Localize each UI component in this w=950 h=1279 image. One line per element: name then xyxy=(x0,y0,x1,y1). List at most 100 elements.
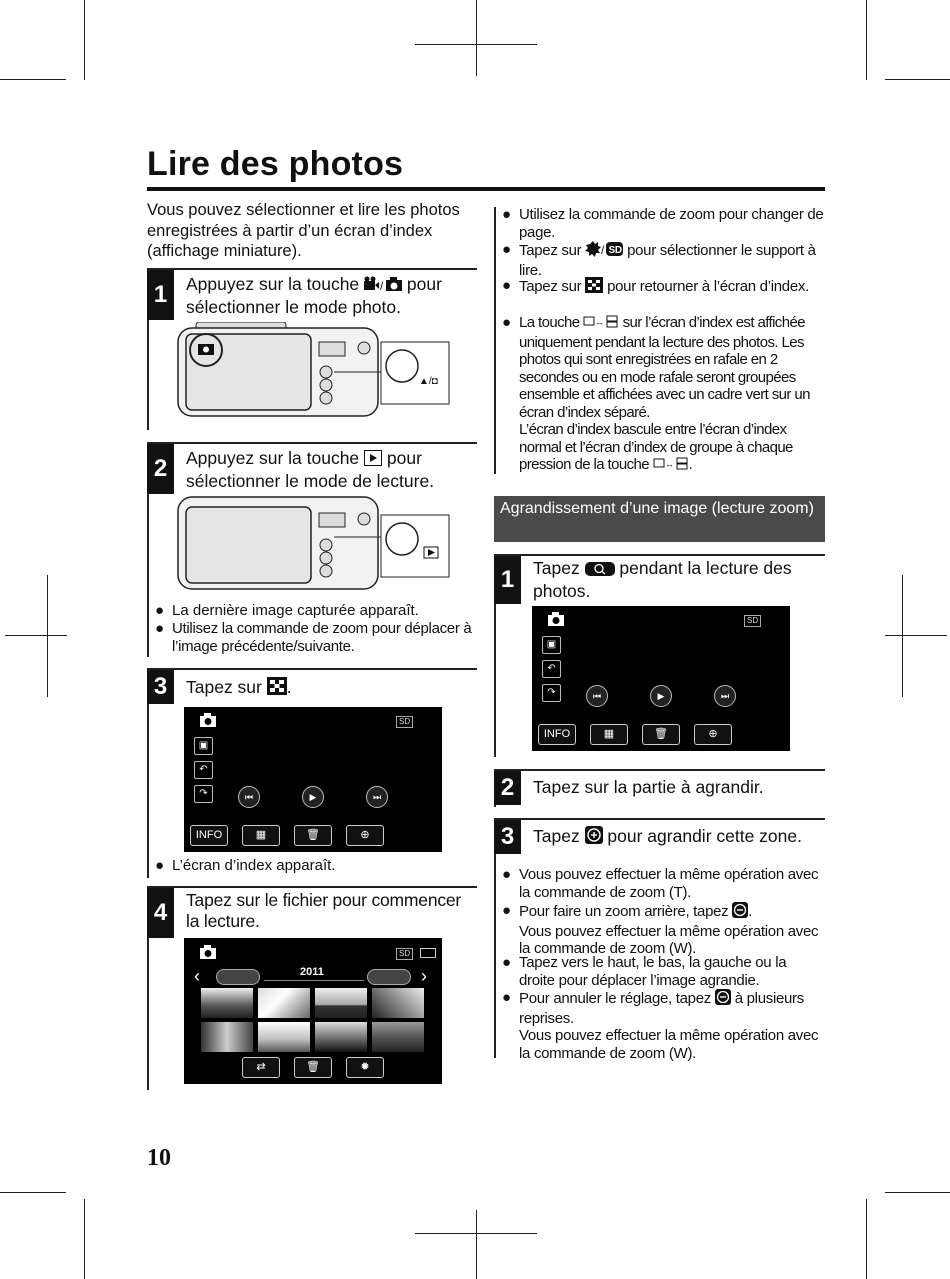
sd-badge: SD xyxy=(396,948,414,960)
thumbnail[interactable] xyxy=(315,1022,367,1052)
next-icon[interactable]: ⏭ xyxy=(366,786,388,808)
step-side-rule xyxy=(494,554,496,757)
crop-mark xyxy=(885,635,947,636)
index-button[interactable]: ▦ xyxy=(590,724,628,745)
index-icon xyxy=(266,677,287,700)
group-toggle-icon: ↔ xyxy=(583,315,619,334)
thumbnail[interactable] xyxy=(372,1022,424,1052)
prev-date-button[interactable] xyxy=(216,969,260,985)
step-text: Appuyez sur la touche pour sélectionner … xyxy=(186,448,435,491)
bullet-item: ●Tapez sur /SD pour sélectionner le supp… xyxy=(502,241,816,279)
crop-mark xyxy=(5,635,67,636)
step-text: Appuyez sur la touche / pour sélectionne… xyxy=(186,274,442,317)
page-number: 10 xyxy=(147,1145,171,1171)
zoom-icon: ⊕ xyxy=(708,728,718,740)
next-icon[interactable]: ⏭ xyxy=(714,685,736,707)
bullet-item: ●La touche ↔ sur l’écran d’index est aff… xyxy=(502,314,824,476)
step-text: Tapez sur la partie à agrandir. xyxy=(533,777,764,797)
camera-icon xyxy=(548,612,564,630)
step-number: 2 xyxy=(147,444,174,494)
zoom-icon xyxy=(584,560,615,581)
prev-icon[interactable]: ⏮ xyxy=(238,786,260,808)
camera-illustration: ▲/◘ xyxy=(176,321,456,427)
crop-mark xyxy=(885,79,950,80)
bullet-item: ●Tapez vers le haut, le bas, la gauche o… xyxy=(502,954,787,989)
step-side-rule xyxy=(147,442,149,657)
rotate-left-icon[interactable]: ↶ xyxy=(194,761,213,779)
zoom-out-icon xyxy=(732,902,749,923)
thumbnail[interactable] xyxy=(201,1022,253,1052)
step-rule xyxy=(147,268,477,270)
svg-text:/: / xyxy=(601,243,605,257)
timeline-bar xyxy=(264,980,364,981)
index-button[interactable]: ▦ xyxy=(242,825,280,846)
step-rule xyxy=(494,554,825,556)
step-number: 1 xyxy=(494,556,521,604)
battery-icon xyxy=(420,948,436,958)
media-button[interactable]: ✹ xyxy=(346,1057,384,1078)
crop-mark xyxy=(415,1233,537,1234)
step-number: 2 xyxy=(494,771,521,805)
group-toggle-button[interactable]: ⇄ xyxy=(242,1057,280,1078)
next-date-button[interactable] xyxy=(367,969,411,985)
trash-icon: 🗑 xyxy=(306,1061,320,1073)
prev-page-icon[interactable]: ‹ xyxy=(194,966,200,986)
crop-mark xyxy=(84,1199,85,1279)
zoom-button[interactable]: ⊕ xyxy=(346,825,384,846)
crop-mark xyxy=(866,0,867,80)
bullet-item: ●Utilisez la commande de zoom pour dépla… xyxy=(155,620,472,655)
step-number: 1 xyxy=(147,270,174,320)
playback-screen: SD ▣ ↶ ↷ ⏮ ▶ ⏭ INFO ▦ 🗑 ⊕ xyxy=(184,707,442,852)
delete-button[interactable]: 🗑 xyxy=(642,724,680,745)
media-icon: ✹ xyxy=(360,1061,370,1073)
svg-text:/: / xyxy=(380,279,384,292)
group-view-icon[interactable]: ▣ xyxy=(194,737,213,755)
trash-icon: 🗑 xyxy=(654,728,668,740)
info-button[interactable]: INFO xyxy=(190,825,228,846)
movie-icon: / xyxy=(364,276,386,297)
step-text: Tapez pendant la lecture des photos. xyxy=(533,558,792,601)
delete-button[interactable]: 🗑 xyxy=(294,1057,332,1078)
crop-mark xyxy=(476,0,477,76)
step-side-rule xyxy=(494,818,496,1058)
rotate-left-icon[interactable]: ↶ xyxy=(542,660,561,678)
thumbnail[interactable] xyxy=(372,988,424,1018)
media-icon: / SD xyxy=(585,241,624,262)
crop-mark xyxy=(0,79,66,80)
svg-text:SD: SD xyxy=(609,245,622,256)
group-view-icon[interactable]: ▣ xyxy=(542,636,561,654)
info-button[interactable]: INFO xyxy=(538,724,576,745)
index-icon: ▦ xyxy=(255,829,267,841)
crop-mark xyxy=(902,575,903,697)
group-toggle-icon: ↔ xyxy=(653,457,689,476)
index-icon xyxy=(585,277,604,298)
delete-button[interactable]: 🗑 xyxy=(294,825,332,846)
camera-icon xyxy=(200,945,216,963)
svg-text:↔: ↔ xyxy=(665,459,673,469)
zoom-button[interactable]: ⊕ xyxy=(694,724,732,745)
step-rule xyxy=(147,442,477,444)
rotate-right-icon[interactable]: ↷ xyxy=(194,785,213,803)
index-icon: ▦ xyxy=(603,728,615,740)
sd-badge: SD xyxy=(744,615,762,627)
thumbnail[interactable] xyxy=(258,1022,310,1052)
crop-mark xyxy=(84,0,85,80)
play-icon[interactable]: ▶ xyxy=(650,685,672,707)
title-rule xyxy=(147,187,825,191)
step-number: 4 xyxy=(147,888,174,938)
crop-mark xyxy=(885,1192,950,1193)
year-label: 2011 xyxy=(300,966,324,978)
crop-mark xyxy=(0,1192,66,1193)
rotate-right-icon[interactable]: ↷ xyxy=(542,684,561,702)
step-number: 3 xyxy=(147,670,174,704)
play-icon[interactable]: ▶ xyxy=(302,786,324,808)
bullet-item: ●Vous pouvez effectuer la même opération… xyxy=(502,866,819,901)
camera-illustration xyxy=(176,495,456,600)
thumbnail[interactable] xyxy=(315,988,367,1018)
bullet-item: ●L’écran d’index apparaît. xyxy=(155,857,336,874)
svg-text:↔: ↔ xyxy=(595,317,603,327)
thumbnail[interactable] xyxy=(201,988,253,1018)
thumbnail[interactable] xyxy=(258,988,310,1018)
prev-icon[interactable]: ⏮ xyxy=(586,685,608,707)
next-page-icon[interactable]: › xyxy=(421,966,427,986)
